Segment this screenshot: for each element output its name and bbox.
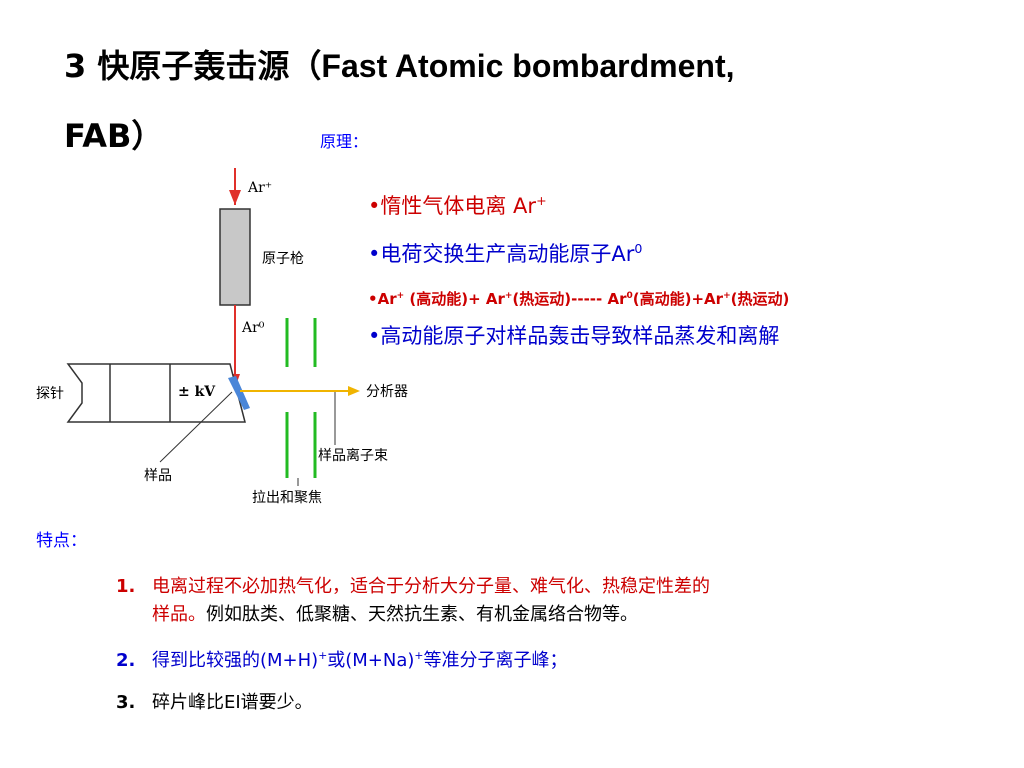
- bullet-reaction-equation: •Ar+ (高动能)+ Ar+(热运动)----- Ar0(高动能)+Ar+(热…: [368, 288, 789, 310]
- ar-plus-label: Ar⁺: [247, 180, 272, 196]
- feature-text: 得到比较强的(M+H): [152, 650, 319, 671]
- ion-beam-arrowhead: [348, 386, 360, 396]
- feature-number: 2.: [116, 650, 136, 671]
- bullet-text: •电荷交换生产高动能原子Ar: [368, 242, 635, 266]
- feature-sup: +: [318, 649, 328, 662]
- bullet-sup: 0: [634, 241, 643, 256]
- eq-sup: 0: [626, 291, 633, 301]
- eq-part: (热运动)----- Ar: [512, 290, 627, 308]
- feature-number: 1.: [116, 576, 136, 597]
- analyzer-label: 分析器: [366, 384, 408, 400]
- ar-zero-label: Ar⁰: [241, 320, 265, 336]
- feature-2: 2.得到比较强的(M+H)+或(M+Na)+等准分子离子峰；: [116, 648, 567, 674]
- feature-3: 3. 碎片峰比EI谱要少。: [116, 690, 313, 716]
- feature-text: 等准分子离子峰；: [423, 650, 568, 671]
- probe-body: [66, 363, 246, 423]
- title-en: Fast Atomic bombardment,: [321, 48, 735, 84]
- bullet-bombardment: •高动能原子对样品轰击导致样品蒸发和离解: [368, 324, 780, 348]
- atom-gun-label: 原子枪: [262, 250, 304, 267]
- page-title-line2: FAB）: [64, 117, 164, 155]
- extract-focus-label: 拉出和聚焦: [252, 490, 322, 506]
- atom-gun: [219, 208, 251, 306]
- feature-sup: +: [414, 649, 424, 662]
- kv-label: ± kV: [178, 384, 216, 400]
- eq-part: (热运动): [730, 290, 790, 308]
- feature-text: 碎片峰比EI谱要少。: [152, 692, 313, 713]
- principle-label: 原理：: [320, 132, 369, 151]
- fab-source-diagram: Ar⁺ 原子枪 Ar⁰ 探针 ± kV 分析器 样品 样品离子束 拉出和聚焦: [36, 168, 408, 506]
- ar-plus-arrowhead: [229, 190, 241, 205]
- sample-label: 样品: [144, 468, 172, 484]
- title-number: 3: [64, 47, 87, 85]
- eq-sup: +: [396, 291, 405, 301]
- bullet-charge-exchange: •电荷交换生产高动能原子Ar0: [368, 240, 642, 268]
- feature-text: 或(M+Na): [327, 650, 415, 671]
- feature-text: 例如肽类、低聚糖、天然抗生素、有机金属络合物等。: [206, 604, 638, 625]
- feature-text: 电离过程不必加热气化，适合于分析大分子量、难气化、热稳定性差的: [152, 576, 710, 597]
- bullet-inert-gas-ionization: •惰性气体电离 Ar+: [368, 192, 547, 220]
- bullet-text: •惰性气体电离 Ar: [368, 194, 537, 218]
- eq-sup: +: [723, 291, 731, 301]
- probe-label: 探针: [36, 386, 64, 402]
- bullet-sup: +: [536, 193, 547, 208]
- eq-part: (高动能)+ Ar: [404, 290, 505, 308]
- features-label: 特点：: [36, 531, 87, 551]
- sample-tip: [228, 376, 250, 410]
- eq-part: (高动能)+Ar: [632, 290, 724, 308]
- eq-sup: +: [504, 291, 513, 301]
- eq-part: •Ar: [368, 290, 397, 308]
- feature-1-line2: 样品。例如肽类、低聚糖、天然抗生素、有机金属络合物等。: [152, 602, 638, 628]
- feature-1-line1: 1. 电离过程不必加热气化，适合于分析大分子量、难气化、热稳定性差的: [116, 574, 710, 600]
- sample-leader: [159, 391, 233, 463]
- title-cn: 快原子轰击源（: [97, 47, 322, 85]
- ion-beam-label: 样品离子束: [318, 447, 388, 464]
- feature-text: 样品。: [152, 604, 206, 625]
- page-title-line1: 3 快原子轰击源（Fast Atomic bombardment,: [64, 46, 735, 86]
- feature-number: 3.: [116, 692, 136, 713]
